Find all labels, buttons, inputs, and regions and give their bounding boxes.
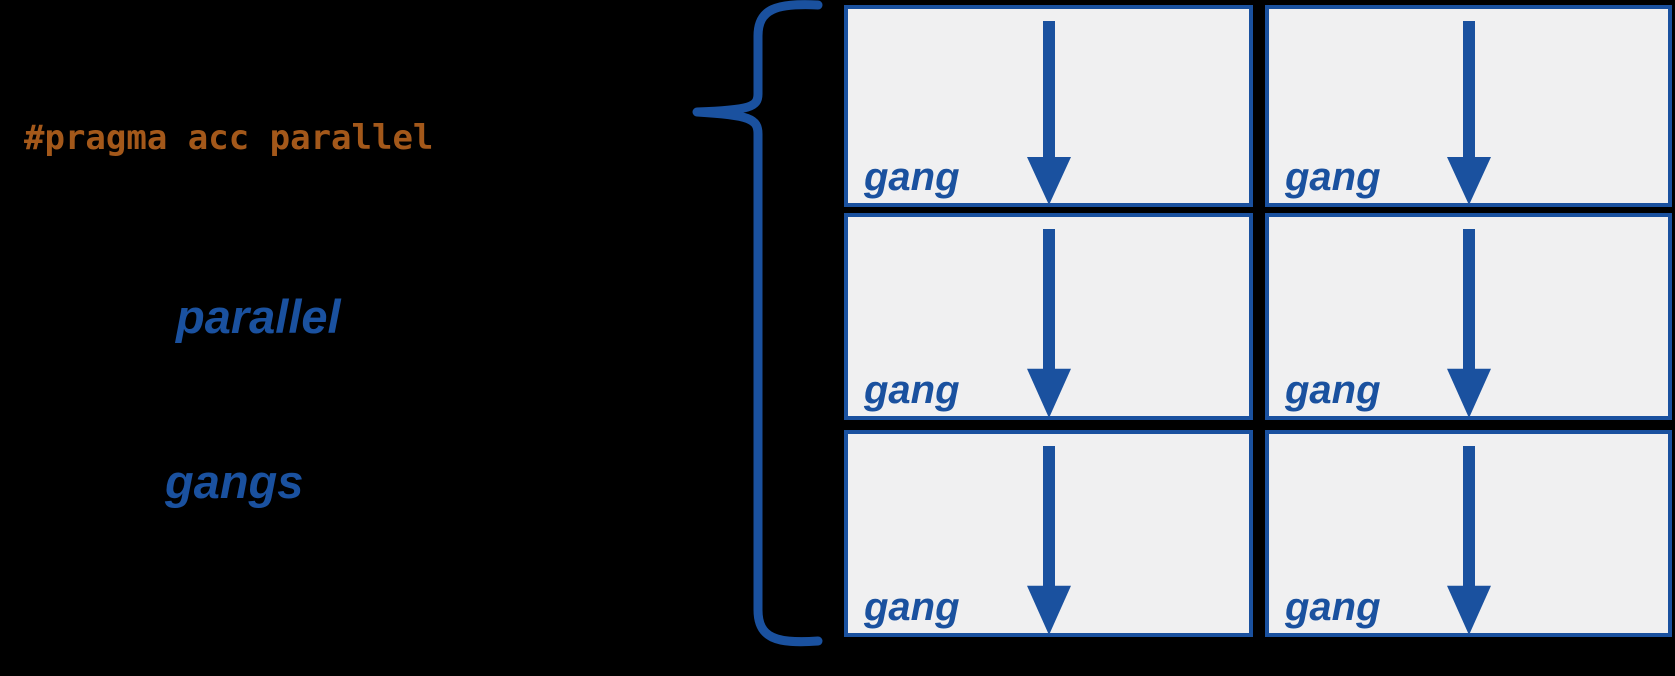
down-arrow-icon bbox=[1446, 446, 1491, 635]
gang-box-label: gang bbox=[864, 155, 960, 199]
gang-box-label: gang bbox=[864, 368, 960, 412]
gang-box-label: gang bbox=[1285, 368, 1381, 412]
down-arrow-icon bbox=[1446, 229, 1491, 418]
gang-box: gang bbox=[1265, 430, 1672, 637]
gang-box: gang bbox=[844, 5, 1253, 207]
gang-box: gang bbox=[1265, 213, 1672, 420]
gang-box: gang bbox=[1265, 5, 1672, 207]
gang-box-label: gang bbox=[1285, 155, 1381, 199]
down-arrow-icon bbox=[1026, 21, 1071, 205]
gang-box: gang bbox=[844, 430, 1253, 637]
gang-box-label: gang bbox=[1285, 585, 1381, 629]
gang-box: gang bbox=[844, 213, 1253, 420]
left-curly-brace-icon bbox=[692, 0, 823, 647]
parallel-label: parallel bbox=[176, 290, 341, 343]
down-arrow-icon bbox=[1026, 229, 1071, 418]
gang-box-label: gang bbox=[864, 585, 960, 629]
gangs-label: gangs bbox=[165, 455, 304, 508]
down-arrow-icon bbox=[1026, 446, 1071, 635]
down-arrow-icon bbox=[1446, 21, 1491, 205]
pragma-code-text: #pragma acc parallel bbox=[24, 118, 434, 158]
